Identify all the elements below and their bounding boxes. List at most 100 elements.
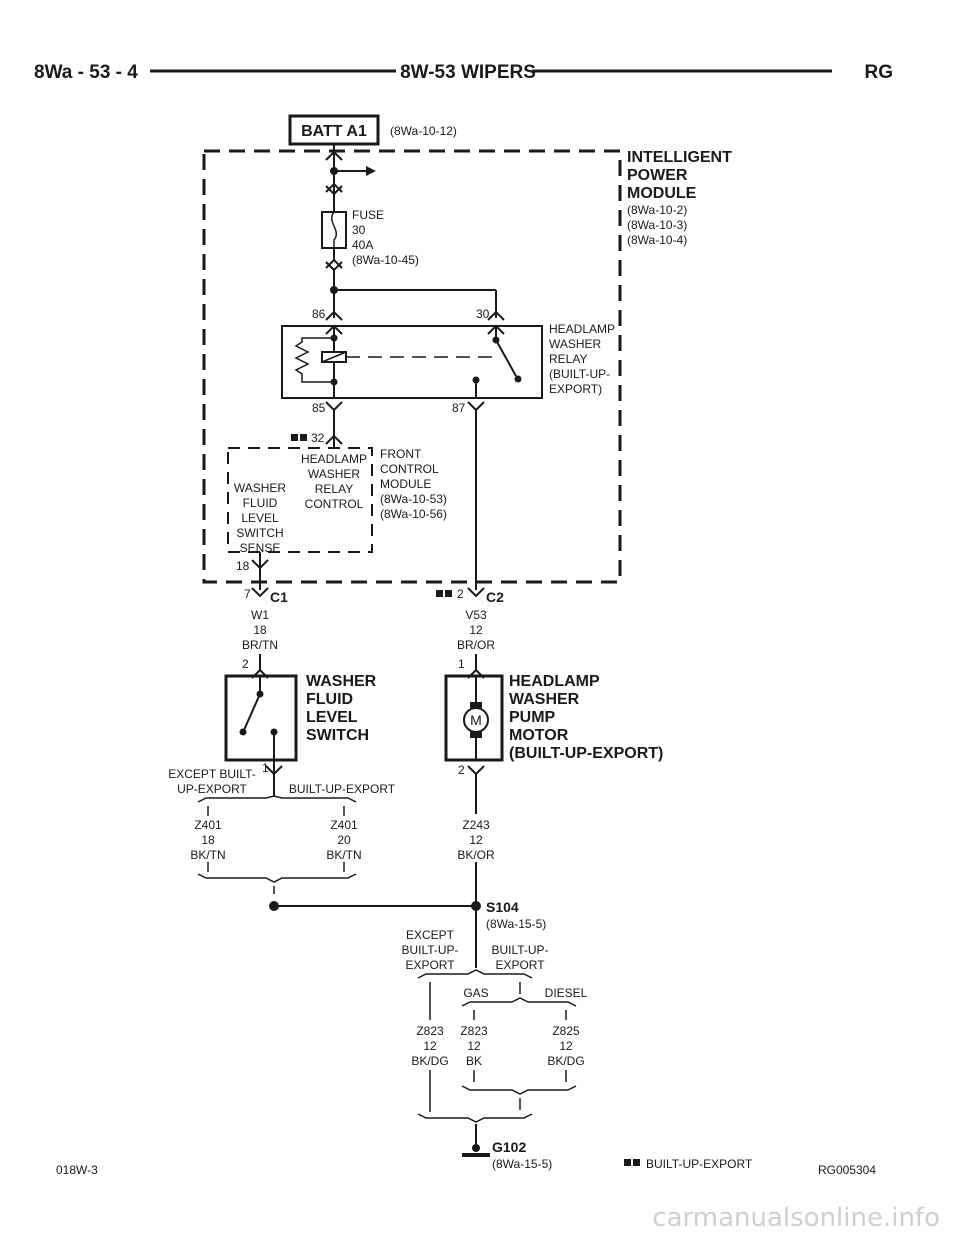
z243-1: Z243 [462, 818, 490, 832]
z401b-1: Z401 [330, 818, 358, 832]
fcm-pin-32: 32 [311, 431, 325, 445]
switch-pin-top: 2 [242, 657, 249, 671]
fuse-label-4: (8Wa-10-45) [352, 253, 419, 267]
motor-label-4: MOTOR [509, 727, 569, 744]
fcm-relay-control-4: CONTROL [305, 497, 364, 511]
z401b-3: BK/TN [326, 848, 361, 862]
z823b-3: BK [466, 1054, 482, 1068]
c1-name: C1 [270, 589, 288, 605]
split1-bracket [197, 795, 357, 803]
fuse-label-3: 40A [352, 238, 373, 252]
split2-left-1: EXCEPT [406, 928, 455, 942]
relay-coil-arrows [325, 324, 505, 335]
fcm-label-3: MODULE [380, 477, 431, 491]
switch-label-2: FLUID [306, 691, 353, 708]
relay-86-connector [325, 310, 343, 321]
relay-label-4: (BUILT-UP- [549, 367, 610, 381]
fcm-sense-4: SWITCH [236, 526, 283, 540]
motor-box [444, 674, 504, 762]
z823a-3: BK/DG [411, 1054, 448, 1068]
motor-icon [463, 707, 489, 733]
motor-pin-bottom: 2 [458, 763, 465, 777]
header-left: 8Wa - 53 - 4 [34, 62, 138, 83]
z401a-3: BK/TN [190, 848, 225, 862]
fcm-pin32-legend-icon [291, 434, 307, 441]
fcm-relay-control-2: WASHER [308, 467, 361, 481]
motor-bottom-connector [467, 765, 485, 776]
motor-label-5: (BUILT-UP-EXPORT) [509, 745, 663, 762]
ipm-title-2: POWER [627, 167, 688, 184]
z823a-1: Z823 [416, 1024, 444, 1038]
fcm-sense-5: SENSE [240, 541, 281, 555]
split1-left-1: EXCEPT BUILT- [168, 767, 256, 781]
z823b-1: Z823 [460, 1024, 488, 1038]
relay-pin-87: 87 [452, 401, 466, 415]
ipm-title-3: MODULE [627, 185, 697, 202]
relay-contact-end [514, 375, 522, 383]
relay-label-3: RELAY [549, 352, 587, 366]
switch-label-4: SWITCH [306, 727, 369, 744]
g102-name: G102 [492, 1139, 526, 1155]
c2-wire-2: 12 [469, 623, 483, 637]
footer-legend-icon [624, 1159, 640, 1166]
c2-name: C2 [486, 589, 504, 605]
split2-bracket [417, 969, 533, 979]
relay-pin-86: 86 [312, 307, 326, 321]
fuse-label-2: 30 [352, 223, 366, 237]
motor-label-1: HEADLAMP [509, 673, 600, 690]
split2-right-1: BUILT-UP- [491, 943, 548, 957]
split3-bracket [461, 997, 577, 1007]
g102-ref: (8Wa-15-5) [492, 1157, 552, 1171]
relay-coil-diag [321, 351, 347, 363]
z823b-2: 12 [467, 1039, 481, 1053]
switch-label-1: WASHER [306, 673, 377, 690]
ipm-ref-1: (8Wa-10-2) [627, 203, 687, 217]
switch-pin-bottom: 1 [262, 761, 269, 775]
c1-pin: 7 [244, 587, 251, 601]
motor-label-3: PUMP [509, 709, 556, 726]
split3-right: DIESEL [545, 986, 588, 1000]
motor-brush-top [470, 702, 482, 708]
fcm-sense-1: WASHER [234, 481, 287, 495]
c2-wire-1: V53 [465, 608, 487, 622]
fcm-pin-18: 18 [236, 559, 250, 573]
fuse-label-1: FUSE [352, 208, 384, 222]
fcm-label-1: FRONT [380, 447, 422, 461]
ipm-title-1: INTELLIGENT [627, 149, 732, 166]
z243-3: BK/OR [457, 848, 495, 862]
fuse-element [331, 211, 337, 248]
fcm-label-4: (8Wa-10-53) [380, 492, 447, 506]
relay-87-connector [467, 401, 485, 412]
footer-left: 018W-3 [56, 1163, 98, 1177]
z401a-1: Z401 [194, 818, 222, 832]
split2-right-2: EXPORT [495, 958, 545, 972]
relay-contact-arm [495, 339, 517, 377]
z825-3: BK/DG [547, 1054, 584, 1068]
z401b-2: 20 [337, 833, 351, 847]
ipm-ref-3: (8Wa-10-4) [627, 233, 687, 247]
split3-join-bracket [461, 1085, 577, 1095]
z825-1: Z825 [552, 1024, 580, 1038]
z243-2: 12 [469, 833, 483, 847]
switch-arm [243, 693, 261, 731]
ipm-ref-2: (8Wa-10-3) [627, 218, 687, 232]
relay-label-1: HEADLAMP [549, 322, 615, 336]
relay-label-5: EXPORT) [549, 382, 602, 396]
s104-name: S104 [486, 899, 519, 915]
fcm-dashed-box [227, 447, 373, 553]
split3-left: GAS [463, 986, 488, 1000]
s104-ref: (8Wa-15-5) [486, 917, 546, 931]
split1-left-2: UP-EXPORT [177, 782, 247, 796]
batt-label: BATT A1 [301, 123, 367, 140]
watermark: carmanualsonline.info [652, 1203, 940, 1233]
c2-legend-icon [436, 590, 452, 597]
footer-right: RG005304 [818, 1163, 876, 1177]
motor-symbol: M [470, 712, 482, 728]
c2-wire-3: BR/OR [457, 638, 495, 652]
c1-wire-3: BR/TN [242, 638, 278, 652]
fcm-relay-control-1: HEADLAMP [301, 452, 367, 466]
motor-pin-top: 1 [458, 657, 465, 671]
batt-connector [325, 150, 343, 196]
fcm-label-2: CONTROL [380, 462, 439, 476]
